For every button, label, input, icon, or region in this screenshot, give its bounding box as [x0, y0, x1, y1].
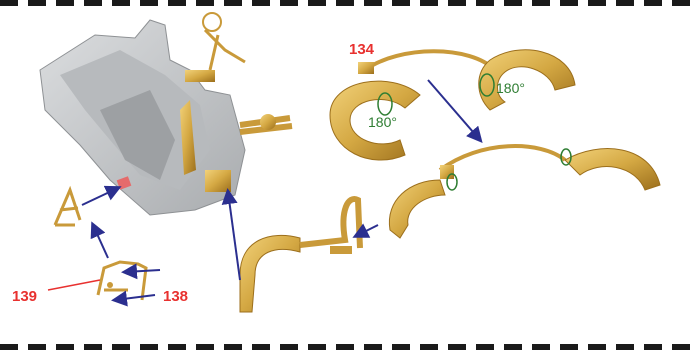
assembled-fender	[240, 199, 360, 312]
part-134-fender-lower	[389, 146, 660, 238]
rotation-label-upper-left: 180°	[368, 115, 397, 129]
part-134-fender-upper	[330, 50, 575, 160]
part-138-frame	[98, 262, 146, 300]
callout-138: 138	[163, 289, 188, 304]
rotation-label-upper-right: 180°	[496, 81, 525, 95]
callout-139: 139	[12, 289, 37, 304]
callout-134: 134	[349, 42, 374, 57]
part-139-leader-line	[48, 280, 100, 290]
part-139-small-bracket	[55, 190, 80, 225]
